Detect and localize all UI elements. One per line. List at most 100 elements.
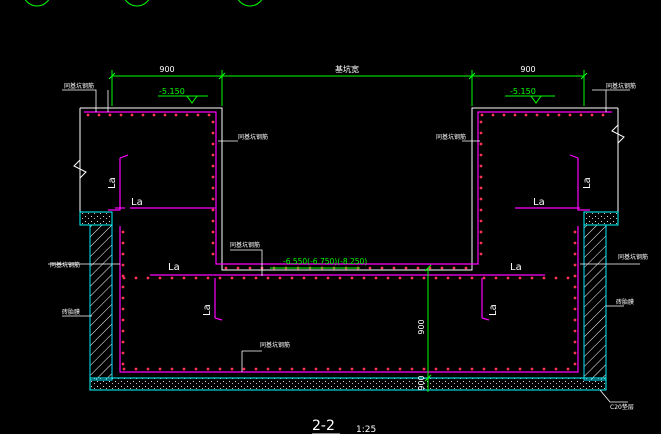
rebar-dot [121, 329, 125, 333]
rebar-dot [542, 367, 546, 371]
rebar-dot [392, 266, 396, 270]
rebar-dot [573, 296, 577, 300]
pit-outline [73, 107, 625, 379]
brick-wall-left [89, 224, 113, 381]
rebar-dot [121, 362, 125, 366]
label-inner-right-wall: 同基坑钢筋 [436, 133, 466, 141]
rebar-dot [170, 367, 174, 371]
rebar-dot [278, 367, 282, 371]
rebar-dot [174, 113, 178, 117]
rebar-dot [422, 367, 426, 371]
elevation-left-text: -5.150 [159, 87, 185, 96]
elevation-right-text: -5.150 [510, 87, 536, 96]
rebar-dots [86, 113, 605, 371]
rebar-dot [326, 276, 330, 280]
rebar-dot [211, 142, 215, 146]
section-title: 2-2 [312, 418, 335, 434]
rebar-dot [579, 113, 583, 117]
rebar-dot [196, 113, 200, 117]
label-cushion: C20垫层 [610, 403, 634, 411]
rebar-dot [108, 113, 112, 117]
rebar-dot [524, 113, 528, 117]
rebar-dot [211, 230, 215, 234]
label-right-wall: 砖胎膜 [616, 298, 634, 306]
rebar-dot [446, 367, 450, 371]
rebar-dot [590, 113, 594, 117]
rebar-dot [479, 219, 483, 223]
rebar-dot [163, 113, 167, 117]
rebar-dot [278, 276, 282, 280]
brick-wall-right [583, 224, 607, 381]
ledge-left [79, 211, 113, 226]
rebar-dot [479, 164, 483, 168]
rebar-dot [566, 367, 570, 371]
rebar-dot [506, 276, 510, 280]
rebar-dot [491, 113, 495, 117]
rebar-dot [121, 241, 125, 245]
rebar-dot [470, 367, 474, 371]
dim-middle-text: 基坑宽 [335, 64, 359, 74]
section-scale: 1:25 [356, 425, 376, 434]
rebar-dot [601, 113, 605, 117]
rebar-dot [380, 266, 384, 270]
rebar-dot [350, 276, 354, 280]
rebar-dot [530, 276, 534, 280]
rebar-dot [290, 276, 294, 280]
rebar-dot [230, 367, 234, 371]
la-label: La [488, 304, 499, 316]
rebar-dot [207, 113, 211, 117]
rebar-dot [434, 276, 438, 280]
rebar-dot [464, 266, 468, 270]
rebar-dot [410, 367, 414, 371]
rebar-dot [458, 276, 462, 280]
rebar-dot [211, 241, 215, 245]
rebar-dot [573, 318, 577, 322]
rebar-dot [302, 367, 306, 371]
rebar-dot [530, 367, 534, 371]
rebar-dot [170, 276, 174, 280]
rebar-dot [242, 367, 246, 371]
rebar-dot [573, 340, 577, 344]
label-inner-bottom: 同基坑钢筋 [230, 241, 260, 249]
axis-bubble [124, 0, 150, 7]
rebar-dot [518, 367, 522, 371]
label-outer-left: 同基坑钢筋 [50, 261, 80, 269]
rebar-dot [386, 276, 390, 280]
label-bottom-rebar: 同基坑钢筋 [260, 341, 290, 349]
rebar-dot [266, 367, 270, 371]
rebar-dot [146, 276, 150, 280]
rebar-dot [338, 367, 342, 371]
la-label: La [510, 262, 522, 273]
rebar-dot [224, 266, 228, 270]
rebar-dot [452, 266, 456, 270]
la-label: La [168, 262, 180, 273]
rebar-dot [211, 164, 215, 168]
rebar-dot [86, 113, 90, 117]
la-label: La [107, 177, 118, 189]
cushion-dim-text: 900 [417, 375, 426, 390]
elevation-bottom-text: -6.550(-6.750)(-8.250) [283, 257, 367, 266]
rebar-dot [573, 307, 577, 311]
rebar-dot [182, 367, 186, 371]
rebar-dot [573, 329, 577, 333]
axis-bubble [237, 0, 263, 7]
rebar-dot [121, 351, 125, 355]
rebar-dot [535, 113, 539, 117]
rebar-dot [479, 153, 483, 157]
rebar-dot [121, 274, 125, 278]
rebar-dot [121, 230, 125, 234]
rebar-dot [434, 367, 438, 371]
rebar-dot [326, 367, 330, 371]
rebar-dot [314, 276, 318, 280]
rebar-dot [479, 252, 483, 256]
rebar-dot [422, 276, 426, 280]
rebar-dot [573, 351, 577, 355]
rebar-dot [211, 208, 215, 212]
ledge-right [583, 211, 619, 226]
depth-dim-text: 900 [417, 319, 426, 334]
rebar-dot [479, 175, 483, 179]
rebar-dot [302, 276, 306, 280]
rebar-dot [482, 276, 486, 280]
elevation-marker-right [505, 95, 555, 104]
